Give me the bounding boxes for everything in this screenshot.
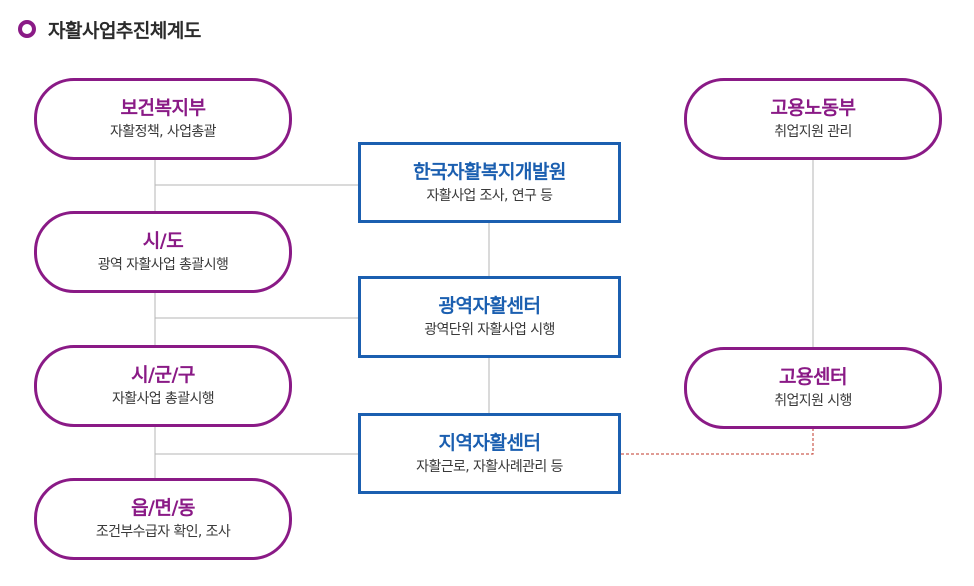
node-name: 시/군/구 <box>131 364 195 386</box>
node-employment-center: 고용센터 취업지원 시행 <box>684 347 942 429</box>
node-desc: 자활정책, 사업총괄 <box>110 124 217 140</box>
node-desc: 취업지원 시행 <box>774 393 852 409</box>
node-desc: 자활사업 총괄시행 <box>111 391 215 407</box>
node-desc: 자활근로, 자활사례관리 등 <box>416 458 563 475</box>
diagram-title-row: 자활사업추진체계도 <box>18 14 201 44</box>
node-ministry-health-welfare: 보건복지부 자활정책, 사업총괄 <box>34 78 292 160</box>
node-local-center: 지역자활센터 자활근로, 자활사례관리 등 <box>358 413 621 494</box>
node-desc: 조건부수급자 확인, 조사 <box>95 524 231 540</box>
node-name: 보건복지부 <box>120 97 206 119</box>
node-desc: 광역 자활사업 총괄시행 <box>97 257 229 273</box>
diagram-title: 자활사업추진체계도 <box>48 19 201 42</box>
node-name: 광역자활센터 <box>438 295 541 317</box>
node-desc: 취업지원 관리 <box>774 124 852 140</box>
employment-link-dashed-line <box>621 429 814 455</box>
circle-bullet-icon <box>18 20 36 38</box>
node-name: 고용노동부 <box>770 97 856 119</box>
node-name: 한국자활복지개발원 <box>413 160 566 183</box>
node-desc: 자활사업 조사, 연구 등 <box>426 187 554 204</box>
node-city-county: 시/군/구 자활사업 총괄시행 <box>34 345 292 427</box>
node-name: 고용센터 <box>779 366 847 388</box>
node-regional-center: 광역자활센터 광역단위 자활사업 시행 <box>358 276 621 358</box>
node-dev-institute: 한국자활복지개발원 자활사업 조사, 연구 등 <box>358 142 621 223</box>
node-town: 읍/면/동 조건부수급자 확인, 조사 <box>34 478 292 560</box>
node-desc: 광역단위 자활사업 시행 <box>424 322 555 338</box>
node-ministry-labor: 고용노동부 취업지원 관리 <box>684 78 942 160</box>
node-name: 읍/면/동 <box>131 497 195 519</box>
node-name: 시/도 <box>142 230 184 252</box>
node-name: 지역자활센터 <box>438 431 541 454</box>
node-province: 시/도 광역 자활사업 총괄시행 <box>34 211 292 293</box>
